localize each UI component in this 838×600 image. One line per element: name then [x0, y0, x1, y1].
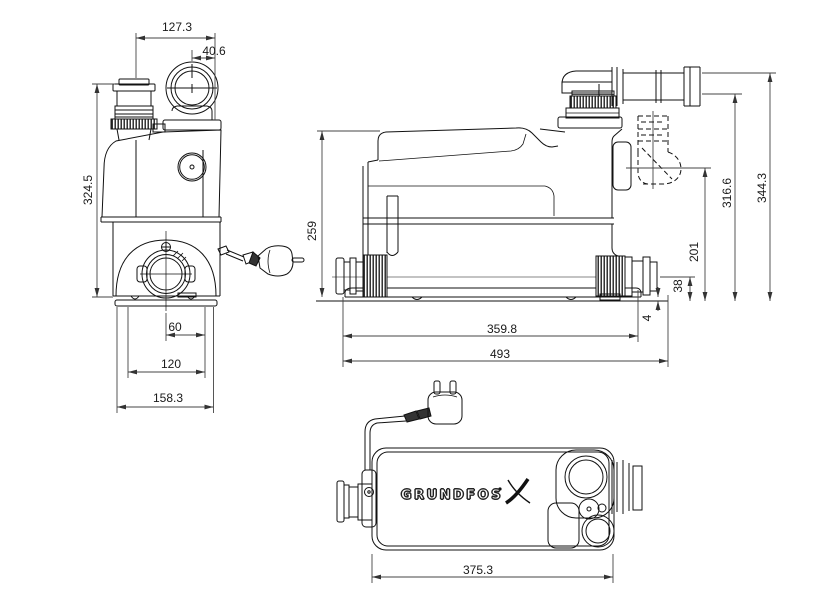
dim-front-total-width: 127.3	[161, 20, 193, 34]
dim-side-total-length: 493	[489, 347, 511, 361]
dim-front-outlet-offset: 40.6	[202, 44, 226, 58]
dim-front-center-to-hole: 60	[168, 320, 182, 334]
dim-side-base-gap: 4	[640, 314, 654, 322]
dim-side-discharge-height: 316.6	[720, 177, 734, 209]
front-view-drawing	[100, 61, 305, 311]
top-view-dimension-lines	[371, 554, 614, 583]
grundfos-logo: GRUNDFOS	[400, 488, 504, 504]
top-view-drawing	[336, 380, 643, 551]
side-view-dimension-lines	[317, 72, 776, 367]
side-view-drawing	[316, 66, 701, 302]
dim-side-drain-height: 38	[671, 279, 685, 293]
dim-front-hole-spacing: 120	[160, 357, 182, 371]
dim-side-body-length: 359.8	[486, 322, 518, 336]
dim-side-inlet-height: 201	[687, 241, 701, 263]
dim-side-total-height: 344.3	[755, 172, 769, 204]
front-view-dimension-lines	[92, 33, 216, 413]
dim-front-height: 324.5	[81, 174, 95, 206]
dim-front-base-width: 158.3	[152, 391, 184, 405]
dim-side-tank-height: 259	[305, 220, 319, 242]
dim-top-length: 375.3	[462, 563, 494, 577]
